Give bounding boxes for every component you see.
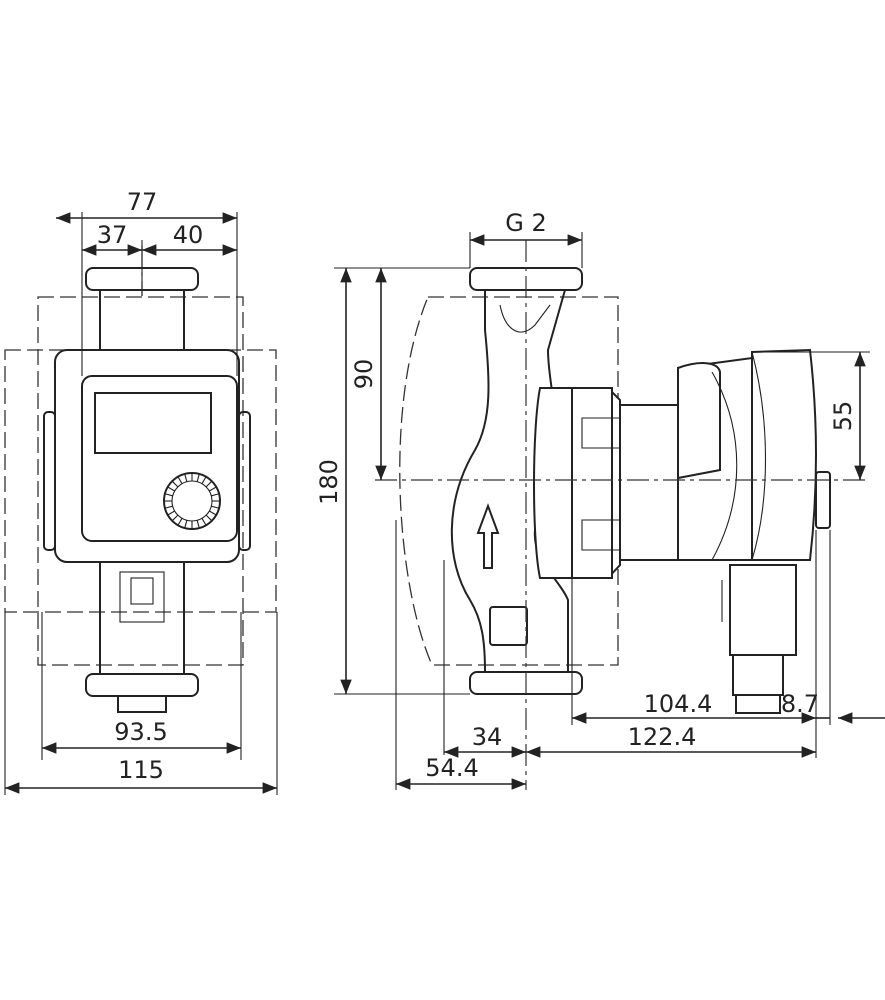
front-right-tab	[238, 411, 251, 551]
knob-rib	[196, 520, 200, 529]
front-connector-plug	[130, 577, 154, 605]
front-bottom-nut	[117, 695, 167, 713]
knob-rib	[171, 480, 179, 488]
knob-rib	[201, 518, 207, 526]
dim-label-93-5: 93.5	[114, 718, 167, 746]
knob-rib	[196, 473, 200, 482]
display-window	[94, 392, 212, 454]
knob-rib	[171, 514, 179, 522]
knob-rib	[177, 518, 183, 526]
connector-body	[729, 564, 797, 656]
front-connector-box	[119, 571, 165, 623]
front-view: 77 37 40 93.5 115	[4, 188, 278, 795]
knob-rib	[184, 520, 188, 529]
knob-rib	[205, 480, 213, 488]
knob-rib	[164, 493, 173, 497]
nameplate	[489, 606, 528, 646]
knob-rib	[209, 486, 217, 492]
dim-label-40: 40	[173, 221, 204, 249]
side-view: G 2 90 180 55 104.4 8.7 122.4 34 54.4	[315, 209, 885, 790]
dim-label-54-4: 54.4	[425, 754, 478, 782]
cover-curve	[751, 351, 766, 561]
front-top-neck	[99, 289, 185, 351]
knob-rib	[167, 486, 175, 492]
knob-rib	[177, 476, 183, 484]
electronics-side	[677, 362, 721, 480]
knob-rib	[184, 473, 188, 482]
knob-rib	[167, 510, 175, 516]
ribbed-knob-icon	[163, 472, 221, 530]
dim-label-34: 34	[472, 723, 503, 751]
dim-label-37: 37	[97, 221, 128, 249]
electronics-cover	[751, 348, 817, 561]
front-lower-neck	[99, 561, 185, 675]
knob-rib	[164, 505, 173, 509]
connector-tip	[735, 694, 781, 714]
connector-plug	[732, 654, 784, 696]
motor-frame	[571, 387, 613, 579]
knob-rib	[211, 493, 220, 497]
dim-label-115: 115	[118, 756, 164, 784]
dim-label-55: 55	[829, 401, 857, 432]
knob-rib	[209, 510, 217, 516]
dim-label-8-7: 8.7	[781, 690, 819, 718]
motor-neck	[619, 404, 679, 561]
knob-side	[815, 471, 831, 529]
side-envelope	[399, 296, 619, 666]
dim-label-104-4: 104.4	[644, 690, 713, 718]
front-envelope-inner	[37, 296, 244, 666]
dim-label-77: 77	[127, 188, 158, 216]
dim-label-180: 180	[315, 459, 343, 505]
cover-curve-inner	[711, 371, 738, 561]
front-bottom-flange	[85, 673, 199, 697]
front-left-tab	[43, 411, 56, 551]
volute-inner-top	[499, 304, 551, 333]
knob-rib	[201, 476, 207, 484]
dim-label-90: 90	[350, 359, 378, 390]
dim-label-g2: G 2	[505, 209, 547, 237]
knob-rib	[205, 514, 213, 522]
dim-label-122-4: 122.4	[628, 723, 697, 751]
up-arrow-icon	[476, 503, 500, 569]
knob-rib	[211, 505, 220, 509]
